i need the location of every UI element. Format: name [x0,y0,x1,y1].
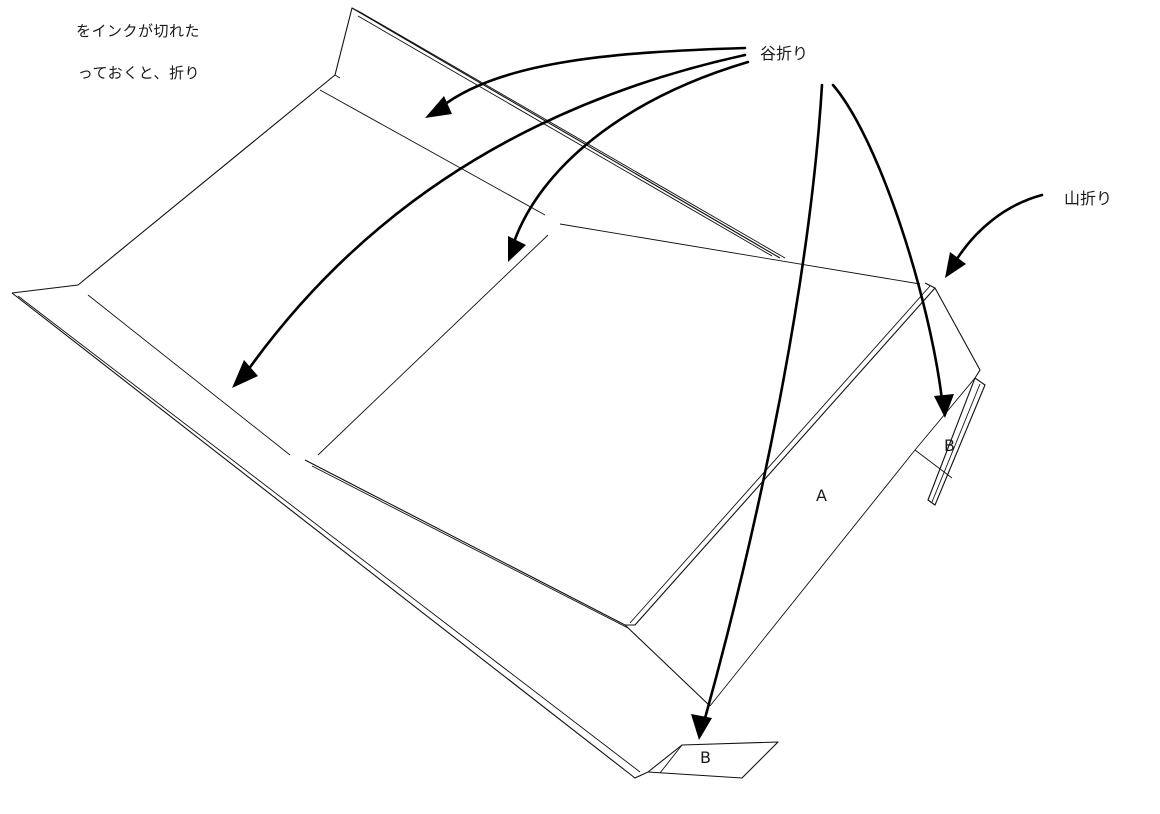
valley-arrow-2 [246,53,747,372]
panel-a [304,282,981,707]
mountain-arrowhead [945,252,966,278]
tab-b-right-label: B [944,436,955,455]
intro-text-line-2: っておくと、折り [77,64,200,82]
valley-fold-label: 谷折り [760,44,809,63]
mountain-arrow [953,193,1044,264]
back-flap-crease-lines [317,89,921,456]
valley-arrow-4 [702,83,824,724]
tab-b-bottom [647,741,779,779]
valley-arrow-1 [438,46,747,110]
valley-fold-arrows [232,46,954,740]
tab-b-bottom-label: B [700,748,711,767]
valley-arrow-5 [831,83,944,402]
panel-a-label: A [816,486,827,505]
mountain-fold-label: 山折り [1064,189,1113,208]
tab-b-right [914,377,986,506]
valley-arrowhead-3 [508,236,526,262]
valley-arrowhead-4 [691,714,712,740]
valley-arrowhead-2 [232,360,258,388]
valley-arrow-3 [512,60,750,244]
valley-arrowhead-1 [425,96,452,118]
intro-text-line-1: をインクが切れた [75,22,200,40]
left-wing [11,292,649,779]
valley-arrowhead-5 [934,394,954,418]
mountain-fold-arrows [945,193,1044,278]
back-flap [11,7,786,294]
